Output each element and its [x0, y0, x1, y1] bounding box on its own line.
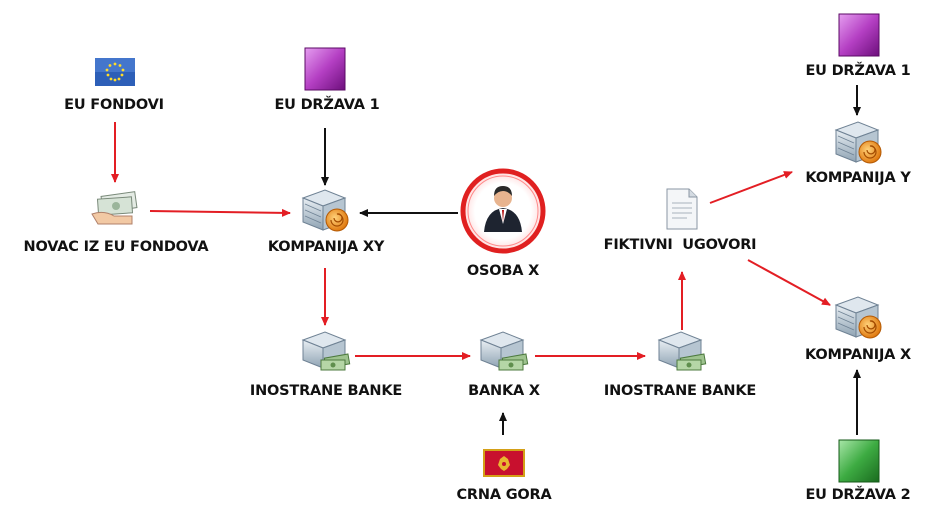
company-icon: [834, 121, 882, 164]
node-label-osoba-x: OSOBA X: [466, 263, 540, 279]
node-label-inostrane-banke-right: INOSTRANE BANKE: [603, 383, 757, 399]
money-hand-icon: [91, 191, 138, 225]
person-icon: [460, 168, 546, 254]
document-icon: [666, 188, 698, 230]
node-label-fiktivni-ugovori: FIKTIVNI UGOVORI: [603, 237, 757, 253]
node-label-eu-drzava-1-left: EU DRŽAVA 1: [274, 97, 380, 113]
arrow-novac-to-kompanija-xy: [149, 208, 291, 217]
arrows: [111, 85, 861, 435]
bank-icon: [657, 331, 707, 371]
eu-flag-icon: [95, 58, 135, 86]
node-label-kompanija-y: KOMPANIJA Y: [805, 170, 911, 186]
bank-icon: [301, 331, 351, 371]
montenegro-flag-icon: [483, 449, 525, 477]
company-icon: [301, 189, 349, 232]
node-label-eu-drzava-2: EU DRŽAVA 2: [805, 487, 911, 503]
node-label-kompanija-x: KOMPANIJA X: [804, 347, 912, 363]
bank-icon: [479, 331, 529, 371]
node-label-eu-fondovi: EU FONDOVI: [64, 97, 164, 113]
node-label-kompanija-xy: KOMPANIJA XY: [267, 239, 385, 255]
company-icon: [834, 296, 882, 339]
node-label-crna-gora: CRNA GORA: [456, 487, 552, 503]
eu-member-state-2-icon: [838, 439, 880, 483]
node-label-banka-x: BANKA X: [468, 383, 540, 399]
eu-member-state-icon: [838, 13, 880, 57]
arrow-fiktivni-to-kompanija-y: [709, 171, 793, 204]
node-label-novac-iz-eu-fondova: NOVAC IZ EU FONDOVA: [23, 239, 209, 255]
eu-member-state-icon: [304, 47, 346, 91]
node-label-eu-drzava-1-right: EU DRŽAVA 1: [805, 63, 911, 79]
arrow-fiktivni-to-kompanija-x: [747, 259, 831, 306]
node-label-inostrane-banke-left: INOSTRANE BANKE: [249, 383, 403, 399]
